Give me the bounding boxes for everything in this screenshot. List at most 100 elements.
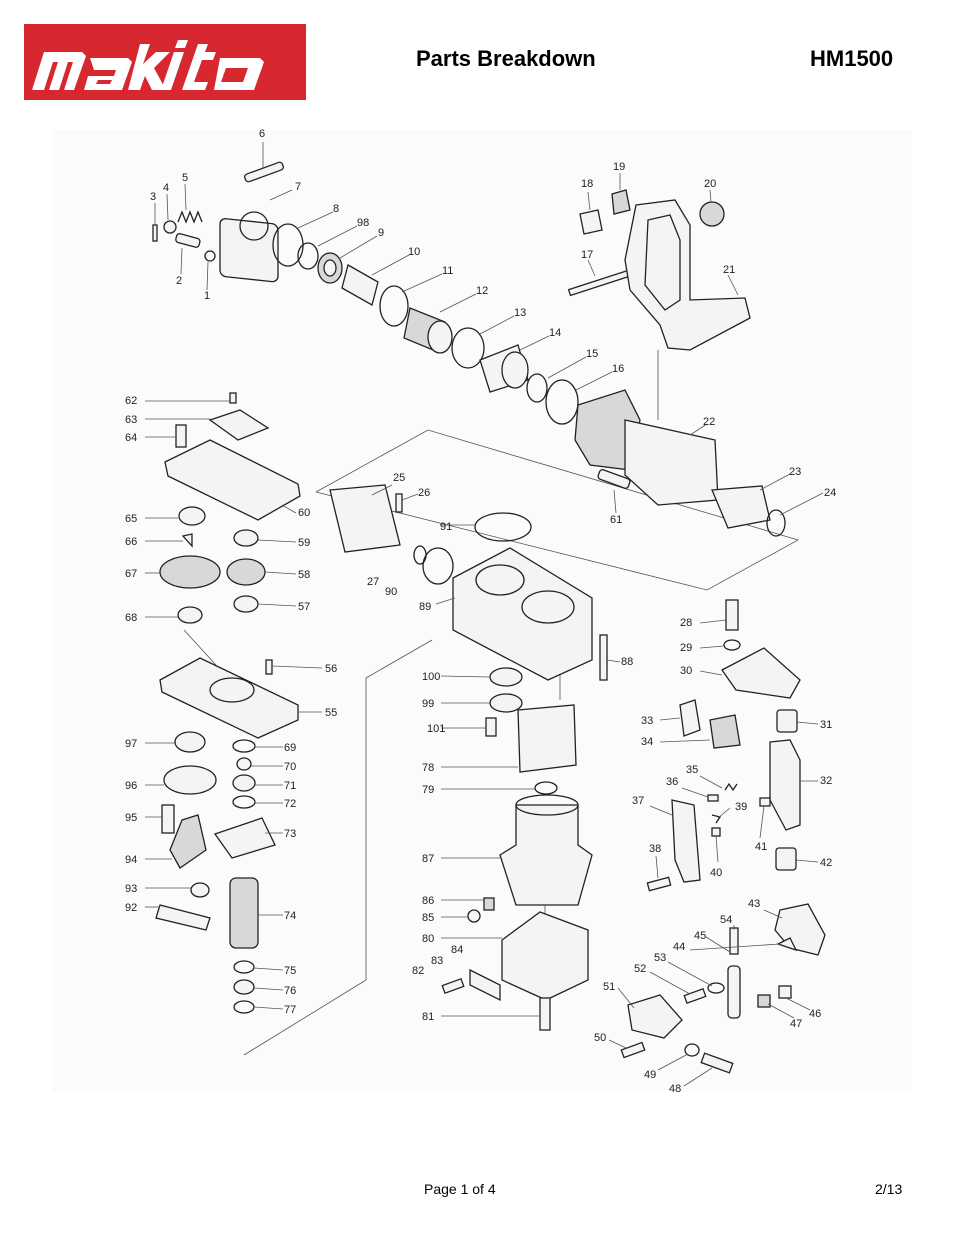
part-label: 12 bbox=[476, 285, 488, 297]
part-24-ring bbox=[766, 509, 786, 537]
part-64-bolt bbox=[175, 424, 187, 448]
housing-center bbox=[329, 484, 608, 906]
part-label: 82 bbox=[412, 965, 424, 977]
part-94-crank bbox=[169, 814, 207, 869]
part-label: 64 bbox=[125, 432, 137, 444]
part-25-cylinder bbox=[329, 484, 401, 553]
part-label: 100 bbox=[422, 671, 440, 683]
part-label: 15 bbox=[586, 348, 598, 360]
part-33-spring bbox=[679, 699, 701, 737]
part-79-ring bbox=[534, 781, 558, 795]
part-label: 95 bbox=[125, 812, 137, 824]
part-82-screw bbox=[441, 977, 465, 995]
part-11-o-ring bbox=[379, 285, 409, 327]
part-47-capacitor bbox=[757, 994, 771, 1008]
part-label: 58 bbox=[298, 569, 310, 581]
part-45-cord-guard bbox=[727, 965, 741, 1019]
part-5-spring bbox=[177, 210, 203, 224]
part-2-bolt bbox=[175, 233, 201, 248]
handle-side-parts bbox=[620, 599, 826, 1074]
part-label: 60 bbox=[298, 507, 310, 519]
part-7-flange bbox=[219, 218, 279, 283]
part-59-bearing bbox=[233, 529, 259, 547]
part-44-clip bbox=[776, 937, 798, 952]
part-label: 52 bbox=[634, 963, 646, 975]
part-label: 92 bbox=[125, 902, 137, 914]
part-29-washer bbox=[723, 639, 741, 651]
part-4-ball bbox=[163, 220, 177, 234]
part-label: 17 bbox=[581, 249, 593, 261]
part-54-pin bbox=[729, 927, 739, 955]
part-93-bearing bbox=[190, 882, 210, 898]
part-15-o-ring bbox=[526, 373, 548, 403]
part-label: 101 bbox=[427, 723, 445, 735]
part-label: 9 bbox=[378, 227, 384, 239]
part-label: 48 bbox=[669, 1083, 681, 1095]
part-17-bolt bbox=[567, 269, 631, 297]
part-label: 2 bbox=[176, 275, 182, 287]
part-label: 87 bbox=[422, 853, 434, 865]
part-label: 72 bbox=[284, 798, 296, 810]
part-99-plate bbox=[489, 693, 523, 713]
part-88-bolt bbox=[599, 634, 608, 681]
part-label: 19 bbox=[613, 161, 625, 173]
part-28-screw bbox=[725, 599, 739, 631]
part-3-pin bbox=[152, 224, 158, 242]
striker-assembly bbox=[152, 161, 579, 425]
part-label: 90 bbox=[385, 586, 397, 598]
part-label: 32 bbox=[820, 775, 832, 787]
part-41-pin bbox=[759, 797, 771, 807]
part-90-o-ring bbox=[422, 547, 454, 585]
part-label: 6 bbox=[259, 128, 265, 140]
part-label: 23 bbox=[789, 466, 801, 478]
part-86-nut bbox=[483, 897, 495, 911]
part-label: 14 bbox=[549, 327, 561, 339]
model-number: HM1500 bbox=[810, 46, 894, 71]
part-label: 10 bbox=[408, 246, 420, 258]
part-10-striker bbox=[341, 264, 379, 306]
part-label: 79 bbox=[422, 784, 434, 796]
part-27-ring bbox=[413, 545, 427, 565]
part-87-motor-housing-lower bbox=[499, 804, 593, 906]
part-43-switch-holder bbox=[774, 903, 826, 956]
part-13-ring bbox=[451, 327, 485, 369]
part-label: 34 bbox=[641, 736, 653, 748]
part-label: 56 bbox=[325, 663, 337, 675]
part-label: 69 bbox=[284, 742, 296, 754]
part-label: 61 bbox=[610, 514, 622, 526]
part-label: 97 bbox=[125, 738, 137, 750]
part-70-sleeve bbox=[236, 757, 252, 771]
part-39-spring bbox=[711, 814, 722, 824]
part-75-washer bbox=[233, 960, 255, 974]
part-label: 78 bbox=[422, 762, 434, 774]
part-36-pin bbox=[707, 794, 719, 802]
part-label: 31 bbox=[820, 719, 832, 731]
part-57-bearing bbox=[233, 595, 259, 613]
part-label: 62 bbox=[125, 395, 137, 407]
part-label: 4 bbox=[163, 182, 169, 194]
registered-mark: ® bbox=[312, 56, 319, 66]
part-51-cord-clamp bbox=[627, 994, 683, 1039]
part-label: 57 bbox=[298, 601, 310, 613]
part-label: 24 bbox=[824, 487, 836, 499]
part-58-gear bbox=[226, 558, 266, 586]
part-76-bearing bbox=[233, 979, 255, 995]
part-label: 1 bbox=[204, 290, 210, 302]
part-71-bearing bbox=[232, 774, 256, 792]
part-label: 33 bbox=[641, 715, 653, 727]
part-label: 83 bbox=[431, 955, 443, 967]
part-98-ring bbox=[297, 242, 319, 270]
part-63-plate bbox=[208, 409, 270, 441]
part-label: 20 bbox=[704, 178, 716, 190]
part-label: 77 bbox=[284, 1004, 296, 1016]
part-6-bolt bbox=[244, 161, 284, 183]
part-69-ring bbox=[232, 739, 256, 753]
part-label: 27 bbox=[367, 576, 379, 588]
part-68-bearing bbox=[177, 606, 203, 624]
crank-housing-bottom bbox=[155, 657, 299, 1014]
part-22-barrel bbox=[624, 419, 719, 506]
part-label: 3 bbox=[150, 191, 156, 203]
part-label: 84 bbox=[451, 944, 463, 956]
makita-logo: ® bbox=[24, 24, 319, 100]
